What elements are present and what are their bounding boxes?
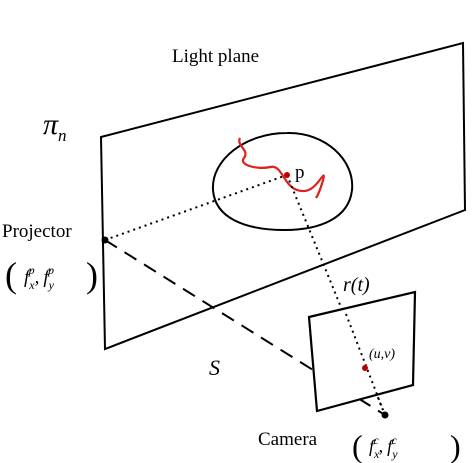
- svg-text:fxp,fyp: fxp,fyp: [24, 263, 55, 292]
- light-plane-label: Light plane: [172, 46, 259, 67]
- proj-f-x: f: [24, 267, 32, 288]
- camera-center: [381, 411, 389, 419]
- svg-text:(: (: [5, 255, 17, 295]
- proj-x-sup: p: [28, 263, 35, 277]
- point-p: [284, 172, 290, 178]
- intersection-curve: [238, 137, 325, 199]
- proj-y-sup: p: [47, 263, 54, 277]
- pixel-label: (u,v): [369, 347, 395, 362]
- projector-center: [101, 236, 109, 244]
- light-plane: [99, 41, 467, 351]
- svg-text:(: (: [352, 428, 363, 463]
- baseline-label: S: [209, 355, 220, 380]
- plane-symbol: π: [43, 108, 59, 141]
- point-p-label: p: [295, 162, 305, 183]
- cam-y-sub: y: [391, 447, 398, 461]
- camera-ray-inside: [345, 313, 384, 411]
- pixel-point: [362, 365, 368, 371]
- cam-y-sup: c: [392, 433, 398, 447]
- object-contour: [211, 131, 354, 232]
- camera-image-plane: [307, 290, 417, 413]
- svg-text:fxc,fyc: fxc,fyc: [369, 433, 398, 461]
- svg-text:): ): [450, 428, 461, 463]
- cam-x-sup: c: [373, 433, 379, 447]
- baseline: [104, 239, 386, 416]
- projector-params: ( fxp,fyp ): [5, 255, 98, 295]
- projector-label: Projector: [2, 221, 72, 242]
- projector-ray: [104, 174, 288, 241]
- proj-y-sub: y: [48, 278, 55, 292]
- cam-f-x: f: [369, 436, 377, 456]
- cam-x-sub: x: [373, 447, 380, 461]
- proj-f-y: f: [43, 267, 51, 288]
- svg-text:): ): [86, 255, 98, 295]
- camera-label: Camera: [258, 429, 318, 450]
- ray-label: r(t): [343, 274, 370, 296]
- camera-params: ( fxc,fyc ): [352, 428, 461, 463]
- cam-f-y: f: [387, 436, 395, 456]
- plane-symbol-label: πn: [43, 108, 67, 145]
- proj-x-sub: x: [28, 278, 35, 292]
- plane-subscript: n: [58, 126, 67, 145]
